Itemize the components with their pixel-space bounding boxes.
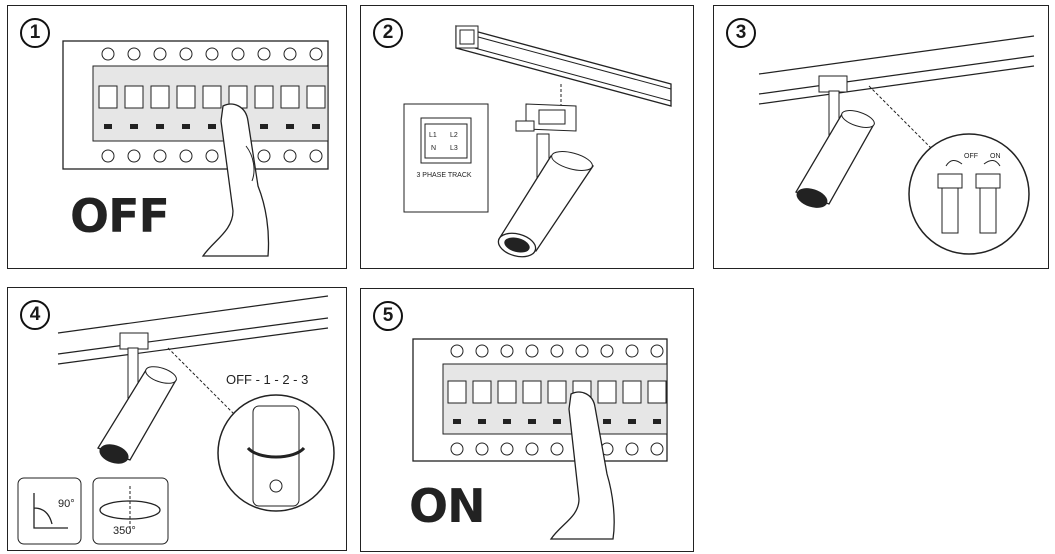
breaker-switch: [254, 85, 274, 109]
three-phase-track-label: 3 PHASE TRACK: [416, 172, 472, 179]
terminal-label-l1: L1: [429, 132, 437, 139]
breaker-switch: [202, 85, 222, 109]
step-3-panel: 3 OFF ON: [713, 5, 1049, 269]
screw-icon: [127, 149, 141, 163]
breaker-switch: [497, 380, 517, 404]
track-adapter-illustration: [403, 25, 672, 258]
screw-icon: [450, 344, 464, 358]
screw-icon: [475, 344, 489, 358]
screw-icon: [283, 47, 297, 61]
breaker-indicator: [156, 124, 164, 129]
breaker-indicator: [208, 124, 216, 129]
terminal-label-l3: L3: [450, 145, 458, 152]
screw-icon: [450, 442, 464, 456]
screw-icon: [525, 442, 539, 456]
screw-icon: [153, 149, 167, 163]
screw-icon: [179, 149, 193, 163]
step-2-number: 2: [373, 18, 403, 48]
screw-icon: [600, 344, 614, 358]
mode-sequence-label: OFF - 1 - 2 - 3: [226, 372, 309, 387]
screw-icon: [283, 149, 297, 163]
step-3-number: 3: [726, 18, 756, 48]
on-label: ON: [409, 479, 486, 533]
breaker-switch: [447, 380, 467, 404]
breaker-indicator: [182, 124, 190, 129]
screw-icon: [550, 442, 564, 456]
switch-on-label: ON: [990, 153, 1001, 160]
screw-icon: [475, 442, 489, 456]
breaker-switch: [150, 85, 170, 109]
screw-icon: [309, 47, 323, 61]
breaker-switch: [597, 380, 617, 404]
track-switch-illustration: [758, 35, 1035, 255]
breaker-indicator: [478, 419, 486, 424]
breaker-switch: [622, 380, 642, 404]
breaker-indicator: [104, 124, 112, 129]
step-1-panel: 1 OFF: [7, 5, 347, 269]
breaker-indicator: [453, 419, 461, 424]
breaker-indicator: [653, 419, 661, 424]
off-label: OFF: [70, 189, 170, 243]
breaker-indicator: [312, 124, 320, 129]
terminal-label-n: N: [431, 145, 437, 152]
breaker-switch: [306, 85, 326, 109]
rotation-angle-label: 350°: [113, 525, 136, 537]
screw-icon: [575, 344, 589, 358]
breaker-switch: [98, 85, 118, 109]
tilt-angle-label: 90°: [58, 498, 75, 510]
breaker-indicator: [503, 419, 511, 424]
breaker-switch: [547, 380, 567, 404]
screw-icon: [231, 47, 245, 61]
screw-icon: [650, 442, 664, 456]
screw-icon: [500, 442, 514, 456]
screw-icon: [205, 47, 219, 61]
screw-icon: [101, 47, 115, 61]
screw-icon: [625, 442, 639, 456]
screw-icon: [309, 149, 323, 163]
step-1-number: 1: [20, 18, 50, 48]
screw-icon: [650, 344, 664, 358]
screw-icon: [550, 344, 564, 358]
tilt-90-icon: [33, 493, 68, 529]
step-4-number: 4: [20, 300, 50, 330]
screw-icon: [153, 47, 167, 61]
screw-icon: [500, 344, 514, 358]
rotate-arrow-icon: [246, 446, 306, 459]
terminal-label-l2: L2: [450, 132, 458, 139]
step-5-number: 5: [373, 301, 403, 331]
breaker-switch: [280, 85, 300, 109]
mode-selector-illustration: [17, 295, 335, 545]
hand-pressing-icon: [201, 103, 270, 257]
breaker-indicator: [553, 419, 561, 424]
breaker-indicator: [130, 124, 138, 129]
breaker-indicator: [260, 124, 268, 129]
breaker-switch: [647, 380, 667, 404]
breaker-switch: [176, 85, 196, 109]
on-arrow-icon: [983, 160, 1001, 167]
breaker-switch: [124, 85, 144, 109]
off-arrow-icon: [945, 160, 963, 167]
screw-icon: [257, 149, 271, 163]
hand-pressing-icon: [549, 391, 615, 540]
screw-icon: [625, 344, 639, 358]
breaker-panel-on-illustration: [412, 338, 668, 540]
breaker-switch: [522, 380, 542, 404]
screw-icon: [525, 344, 539, 358]
breaker-indicator: [628, 419, 636, 424]
breaker-indicator: [528, 419, 536, 424]
breaker-panel-illustration: [62, 40, 329, 257]
step-5-panel: 5 ON: [360, 288, 694, 552]
step-2-panel: 2 L1 L2 N L3 3 PHASE TRACK: [360, 5, 694, 269]
step-4-panel: 4 OFF - 1 - 2 - 3 90° 350°: [7, 287, 347, 551]
screw-icon: [101, 149, 115, 163]
screw-icon: [205, 149, 219, 163]
screw-icon: [127, 47, 141, 61]
screw-icon: [257, 47, 271, 61]
screw-icon: [179, 47, 193, 61]
breaker-indicator: [603, 419, 611, 424]
breaker-switch: [472, 380, 492, 404]
switch-off-label: OFF: [964, 153, 978, 160]
breaker-indicator: [286, 124, 294, 129]
